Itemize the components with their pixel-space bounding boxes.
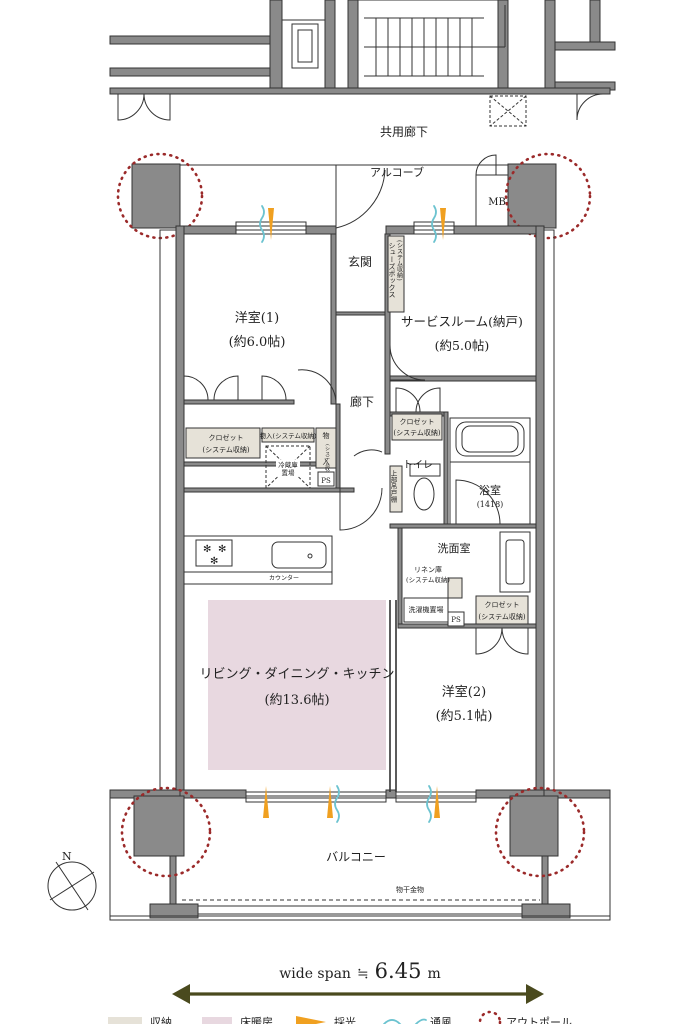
legend-outpole-label: アウトポール: [506, 1016, 572, 1024]
storage-2-label-a: 物: [323, 431, 330, 440]
washroom-fixtures: [403, 531, 531, 627]
washroom-label: 洗面室: [438, 541, 471, 555]
legend-heating-label: 床暖房: [240, 1015, 273, 1024]
storage-1: [261, 427, 315, 443]
service-room-label: サービスルーム(納戸): [401, 314, 523, 329]
counter-label: カウンター: [269, 574, 299, 582]
linen-label: リネン庫: [414, 565, 442, 574]
western1-size-label: (約6.0帖): [229, 335, 286, 350]
ps-1: [317, 471, 335, 487]
column-top-left: [131, 163, 181, 229]
legend-ventilation-label: 通風: [430, 1016, 452, 1024]
bathroom: [449, 417, 531, 525]
fridge-label-a: 冷蔵庫: [278, 460, 298, 469]
linen-sub-label: (システム収納): [406, 575, 450, 584]
wide-span-approx: ≒: [357, 966, 369, 982]
legend-sunlight-label: 採光: [334, 1015, 356, 1024]
sunlight-icon: [296, 1016, 326, 1024]
closet-service-label: クロゼット: [400, 417, 435, 426]
storage-swatch: [108, 1017, 142, 1024]
wide-span-value: 6.45: [375, 959, 422, 983]
outpole-icon: [478, 1010, 502, 1024]
floor-heating-area: [208, 600, 386, 770]
svg-text:✻: ✻: [203, 544, 211, 555]
western1-label: 洋室(1): [235, 310, 279, 326]
closet-western2-sub-label: (システム収納): [478, 612, 526, 621]
svg-text:✻: ✻: [210, 556, 218, 567]
shoes-box-label: シューズボックス: [388, 242, 396, 298]
ldk-size-label: (約13.6帖): [264, 693, 329, 708]
closet-western1: [185, 427, 261, 459]
service-room-size-label: (約5.0帖): [435, 338, 490, 353]
outpole-bottom-left: [120, 786, 212, 878]
north-icon: N: [62, 850, 72, 863]
common-corridor-label: 共用廊下: [380, 124, 428, 139]
hallway-label: 廊下: [350, 394, 374, 409]
legend-storage-label: 収納: [150, 1016, 172, 1024]
storage-2-label-c: 入: [323, 458, 330, 466]
wide-span-label: wide span: [279, 966, 351, 982]
ps-1-label: PS: [321, 477, 331, 485]
interior-doors[interactable]: [183, 344, 529, 655]
shoes-box-sub-label: (システム収納): [396, 240, 403, 281]
exterior-walls: [159, 221, 555, 803]
outpole-bottom-right: [494, 786, 586, 878]
wide-span-unit: m: [427, 966, 440, 982]
svg-text:✻: ✻: [218, 544, 226, 555]
staircase: [364, 5, 506, 77]
toilet-label: トイレ: [403, 460, 433, 471]
shoes-box: [387, 235, 405, 313]
ventilation-icon: [383, 1018, 427, 1024]
column-bottom-right: [509, 795, 559, 857]
floor-heating-swatch: [202, 1017, 232, 1024]
common-building-top: [109, 0, 616, 127]
ps-2-label: PS: [451, 616, 461, 624]
legend: 収納 床暖房 採光 通風 アウトポール: [108, 1010, 572, 1024]
kitchen: ✻ ✻ ✻ カウンター: [183, 535, 333, 585]
storage-1-label: 物入(システム収納): [260, 431, 317, 440]
western2-label: 洋室(2): [442, 684, 486, 700]
closet-western1-sub-label: (システム収納): [202, 445, 250, 454]
closet-western2-label: クロゼット: [485, 600, 520, 609]
fridge-space: 冷蔵庫 置場: [265, 445, 311, 489]
western2-size-label: (約5.1帖): [436, 709, 493, 724]
column-top-right: [507, 163, 557, 229]
bath-size-label: (1418): [477, 500, 504, 509]
entrance-label: 玄関: [348, 254, 372, 269]
front-door[interactable]: [335, 165, 386, 229]
toilet-fixture: [389, 463, 441, 513]
storage-2-label-b: (システム収納): [324, 444, 331, 478]
outpole-top-right: [504, 152, 592, 240]
upper-shelf-label: 上部吊戸棚: [389, 469, 397, 504]
washer-label: 洗濯機置場: [409, 605, 444, 614]
storage-2: [315, 427, 337, 469]
drying-hardware-label: 物干金物: [396, 885, 424, 894]
balcony-label: バルコニー: [326, 850, 386, 864]
balcony-structure: [109, 789, 611, 921]
closet-western1-label: クロゼット: [209, 433, 244, 442]
wide-span-text: wide span ≒ 6.45 m: [279, 959, 440, 983]
closet-western2: [475, 595, 529, 625]
column-bottom-left: [133, 795, 185, 857]
alcove-label: アルコーブ: [370, 165, 424, 179]
ventilation-markers: [259, 205, 437, 823]
mb-label: MB: [488, 197, 506, 208]
closet-service-sub-label: (システム収納): [393, 428, 441, 437]
fridge-label-b: 置場: [282, 468, 296, 477]
compass: N: [47, 850, 97, 911]
wide-span-arrow: [172, 984, 544, 1004]
sunlight-markers: [263, 208, 446, 818]
ldk-label: リビング・ダイニング・キッチン: [199, 667, 394, 682]
closet-service: [391, 413, 443, 441]
bath-label: 浴室: [479, 483, 501, 497]
